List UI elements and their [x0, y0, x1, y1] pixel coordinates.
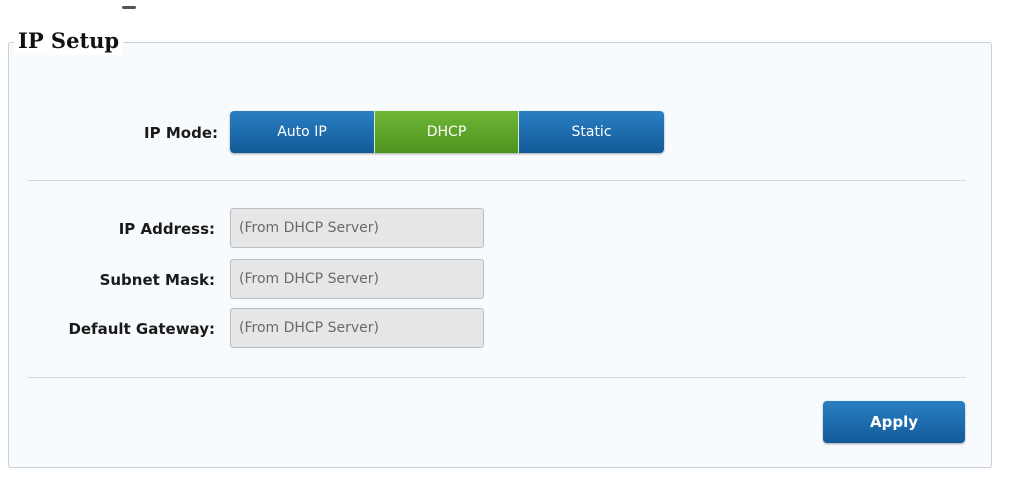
section-divider-bottom: [28, 377, 966, 378]
apply-button[interactable]: Apply: [823, 401, 965, 443]
subnet-mask-input[interactable]: [230, 259, 484, 299]
ip-address-input[interactable]: [230, 208, 484, 248]
ip-mode-label: IP Mode:: [144, 124, 218, 142]
panel-title: IP Setup: [14, 27, 124, 55]
ip-address-label: IP Address:: [118, 220, 215, 238]
ip-mode-dhcp-button[interactable]: DHCP: [374, 111, 519, 153]
section-divider-top: [28, 180, 966, 181]
top-edge-mark: [122, 6, 136, 9]
default-gateway-label: Default Gateway:: [68, 320, 215, 338]
default-gateway-input[interactable]: [230, 308, 484, 348]
ip-mode-auto-ip-button[interactable]: Auto IP: [230, 111, 374, 153]
ip-mode-selector: Auto IP DHCP Static: [230, 111, 664, 153]
subnet-mask-label: Subnet Mask:: [99, 271, 215, 289]
ip-mode-static-button[interactable]: Static: [519, 111, 664, 153]
